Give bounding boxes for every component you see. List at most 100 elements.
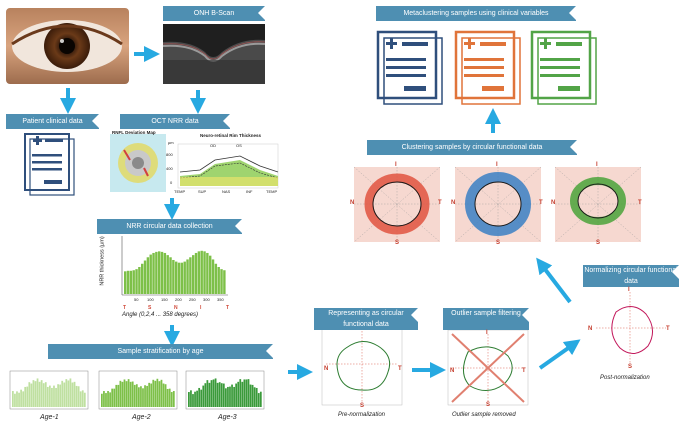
age2-bar [144, 385, 146, 407]
nrr-bars-bar [124, 271, 127, 294]
age2-bar [164, 384, 167, 407]
out-T: T [522, 368, 526, 374]
nrr-bars-bar [186, 259, 189, 294]
age1-bar [67, 380, 70, 407]
cl2-N: N [451, 200, 456, 206]
age2-bar [133, 384, 136, 407]
age3-bar [206, 380, 209, 407]
nrr-bar-chart [121, 236, 228, 296]
nrr-bars-bar [206, 252, 209, 294]
clinical-document-icon [24, 133, 75, 196]
nrr-bars-bar [141, 263, 144, 294]
cl1-I: I [395, 162, 397, 168]
nrr-bars-bar [146, 257, 150, 294]
age3-bar [196, 390, 198, 407]
age1-bar [49, 385, 51, 407]
age3-bar [259, 391, 262, 407]
nrr-sector-4: T [226, 305, 230, 311]
age1-bar [75, 385, 78, 407]
age2-bar [123, 379, 126, 407]
banner-meta: Metaclustering samples using clinical va… [376, 6, 576, 21]
age2-bar [107, 391, 109, 407]
age3-bar [210, 380, 213, 407]
age2-bar [162, 383, 165, 407]
caption-removed: Outlier sample removed [452, 412, 516, 418]
age2-bar [146, 385, 148, 407]
nrr-bars-bar [209, 255, 212, 294]
age3-bar [202, 385, 205, 407]
banner-strat: Sample stratification by age [48, 344, 273, 359]
age1-bar [59, 384, 62, 407]
age2-bar [152, 379, 155, 407]
nrr-bars-bar [152, 252, 155, 294]
nrr-bars-bar [175, 261, 178, 294]
oct-xtick-0: TEMP [174, 189, 186, 194]
age2-bar [168, 388, 171, 407]
age3-bar [241, 381, 244, 407]
cl3-S: S [596, 240, 601, 246]
nrr-bars-bar [163, 252, 167, 294]
age1-bar [46, 386, 49, 407]
polar-post [596, 292, 666, 364]
nrr-bars-bar [158, 251, 161, 294]
age3-bar [239, 379, 242, 407]
age3-bar [218, 382, 221, 407]
oct-xtick-1: SUP [198, 189, 207, 194]
nrr-bars-bar [214, 263, 218, 294]
age2-bar [101, 393, 103, 407]
nrr-bars-bar [220, 269, 223, 294]
oct-ytick-0: 800 [166, 152, 173, 157]
age2-bar [156, 378, 159, 407]
age1-bar [71, 382, 74, 407]
age3-bar [198, 387, 201, 407]
age2-bar [166, 388, 169, 407]
age-label-2: Age-2 [132, 414, 151, 421]
nrr-bars-bar [149, 254, 152, 294]
oct-xtick-4: TEMP [266, 189, 278, 194]
cl3-N: N [551, 200, 556, 206]
age1-bar [26, 386, 29, 407]
age1-bar [14, 393, 16, 407]
caption-pre: Pre-normalization [338, 412, 386, 418]
age3-bar [247, 379, 250, 407]
age-label-1: Age-1 [40, 414, 59, 421]
nrr-bars-bar [192, 255, 195, 294]
age3-bar [245, 379, 248, 407]
age1-bar [81, 390, 84, 407]
age2-bar [129, 381, 132, 407]
age2-bar [140, 386, 142, 407]
nrr-xtick-5: 300 [203, 297, 210, 302]
nrr-bars-bar [129, 270, 133, 294]
age1-bar [44, 382, 47, 407]
age1-bar [63, 382, 66, 407]
nrr-xtick-6: 350 [217, 297, 224, 302]
age2-bar [135, 384, 138, 407]
nrr-title: Neuro-retinal Rim Thickness [200, 133, 262, 138]
nrr-bars-bar [143, 260, 147, 294]
age1-bar [53, 385, 55, 407]
age3-bar [235, 383, 238, 407]
cl2-T: T [539, 200, 543, 206]
age1-bar [40, 380, 43, 407]
age1-bar [65, 379, 68, 407]
post-S: S [628, 364, 633, 370]
age1-bar [42, 383, 45, 407]
cl3-I: I [596, 162, 598, 168]
age2-bar [172, 391, 175, 407]
nrr-xtick-3: 200 [175, 297, 182, 302]
age1-bar [32, 380, 35, 407]
banner-cluster: Clustering samples by circular functiona… [367, 140, 577, 155]
banner-onh: ONH B-Scan [163, 6, 265, 21]
cl2-S: S [496, 240, 501, 246]
age1-bar [51, 387, 53, 407]
age3-bar [204, 383, 207, 407]
age2-bar [158, 381, 161, 407]
bscan-image [162, 24, 266, 84]
nrr-bars-bar [211, 259, 215, 294]
age3-bar [190, 390, 192, 407]
age3-bar [208, 382, 211, 407]
meta-documents [376, 30, 597, 105]
age1-bar [57, 384, 59, 407]
out-N: N [450, 368, 455, 374]
age3-bar [200, 389, 203, 407]
